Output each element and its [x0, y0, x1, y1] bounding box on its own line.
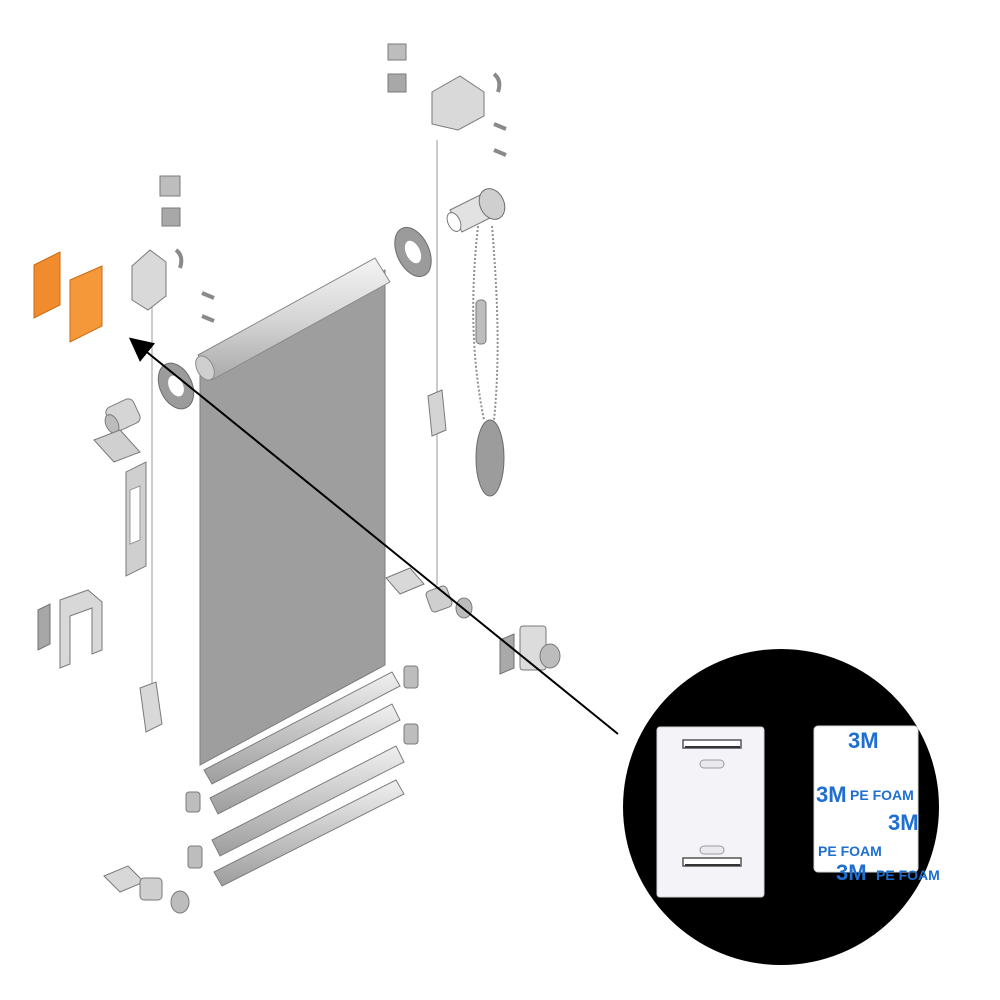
bead-chain	[472, 225, 499, 421]
left-side-bracket	[93, 429, 147, 577]
tape-brand-left: 3M	[816, 782, 847, 807]
tape-label-upper: PE FOAM	[850, 787, 914, 803]
right-mounting-bracket	[431, 75, 485, 131]
right-top-clips	[387, 43, 407, 93]
right-screws	[493, 122, 507, 157]
right-washer-ring	[394, 226, 432, 278]
highlighted-adhesive-pads	[33, 251, 103, 343]
3m-foam-tape-pad: 3M 3M PE FOAM 3M PE FOAM 3M PE FOAM	[813, 725, 940, 885]
bottom-rail-set	[203, 671, 405, 887]
pointer-arrow	[128, 337, 619, 735]
left-bracket-clip	[174, 248, 184, 269]
roller-tube	[195, 257, 391, 381]
left-screws	[201, 291, 215, 323]
tape-brand-top: 3M	[848, 728, 879, 753]
orange-pad-back	[33, 251, 61, 319]
left-washer-ring	[157, 362, 195, 410]
left-top-clips	[159, 175, 181, 227]
left-lower-clip	[37, 589, 103, 669]
white-mounting-pad	[656, 726, 765, 898]
right-wire-tensioner	[427, 389, 447, 437]
orange-pad-front	[69, 265, 103, 343]
right-bracket-clip	[492, 72, 502, 93]
bottom-left-bracket	[103, 865, 190, 914]
tape-brand-bottom: 3M	[836, 860, 867, 885]
left-end-plug	[104, 398, 141, 434]
tape-brand-right: 3M	[888, 810, 919, 835]
tape-label-middle: PE FOAM	[818, 843, 882, 859]
right-lower-bracket	[385, 567, 561, 675]
clutch-mechanism	[446, 188, 506, 233]
adhesive-pad-callout: 3M 3M PE FOAM 3M PE FOAM 3M PE FOAM	[623, 649, 940, 965]
left-wire-tensioner	[139, 681, 163, 733]
left-mounting-bracket	[131, 249, 167, 311]
tape-label-lower: PE FOAM	[876, 867, 940, 883]
chain-weight	[475, 419, 505, 497]
rail-end-caps	[185, 665, 419, 869]
